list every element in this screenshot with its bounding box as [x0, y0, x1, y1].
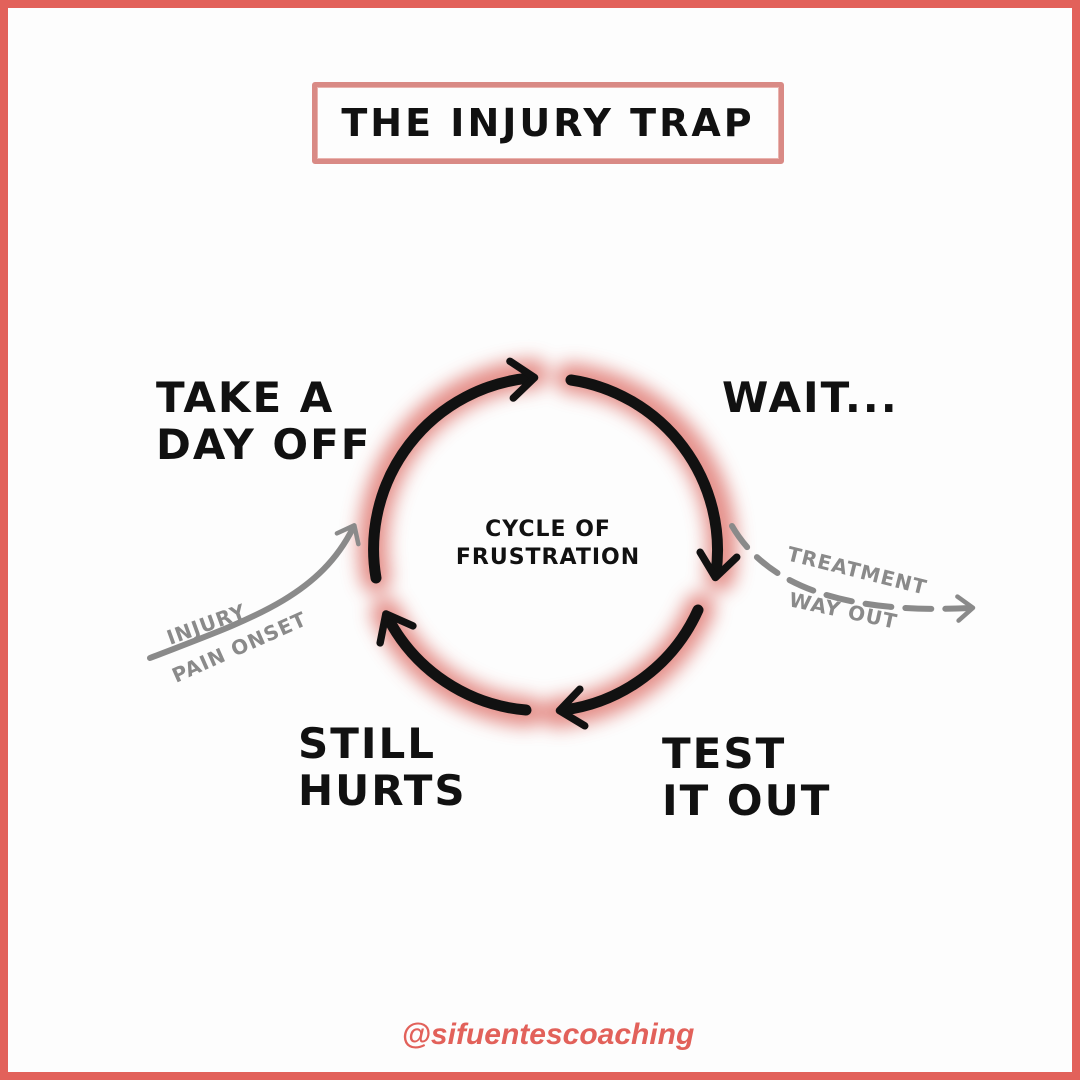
cycle-diagram: INJURY PAIN ONSET TREATMENT WAY OUT [147, 357, 976, 730]
cycle-center-label: CYCLE OF FRUSTRATION [428, 516, 668, 571]
step-test-it-out: TEST IT OUT [662, 730, 831, 824]
step-take-a-day-off: TAKE A DAY OFF [156, 374, 371, 468]
title-box: THE INJURY TRAP [312, 82, 784, 164]
arrow-wait-to-test [565, 374, 741, 582]
entry-arrow [147, 523, 361, 661]
step-test-line-2: IT OUT [662, 776, 832, 826]
step-wait: WAIT... [722, 374, 899, 421]
arrow-still-to-take [376, 610, 532, 716]
step-wait-line-1: WAIT... [722, 373, 899, 422]
step-take-line-1: TAKE A [156, 373, 335, 422]
footer-handle[interactable]: @sifuentescoaching [401, 1018, 695, 1051]
step-still-line-1: STILL [298, 719, 437, 768]
center-line-1: CYCLE OF [485, 517, 611, 542]
step-test-line-1: TEST [662, 729, 787, 778]
step-still-line-2: HURTS [298, 766, 467, 816]
arrow-take-to-wait [368, 357, 539, 584]
glow-bottom-right [541, 593, 715, 728]
arrow-test-to-still [555, 604, 704, 730]
step-take-line-2: DAY OFF [156, 420, 372, 470]
page-title: THE INJURY TRAP [341, 101, 755, 145]
exit-label-way-out: WAY OUT [787, 587, 900, 633]
step-still-hurts: STILL HURTS [298, 720, 467, 814]
glow-bottom-left [371, 598, 543, 727]
exit-arrow [729, 523, 976, 623]
center-line-2: FRUSTRATION [455, 544, 641, 570]
